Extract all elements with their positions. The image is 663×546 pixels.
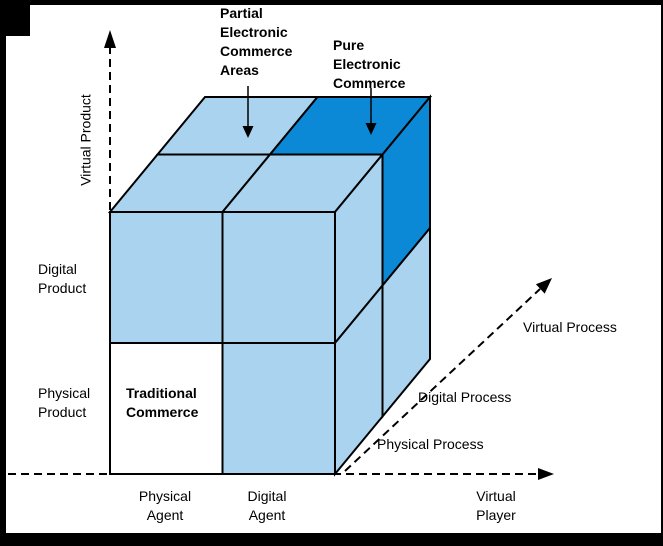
cube-front-bottom-right-cell bbox=[221, 342, 336, 475]
digital-process-label: Digital Process bbox=[418, 389, 512, 405]
digital-agent-label: Digital Agent bbox=[247, 488, 287, 523]
virtual-product-axis-arrowhead bbox=[104, 30, 116, 48]
top-left-border-block bbox=[0, 0, 30, 36]
virtual-product-axis-label: Virtual Product bbox=[77, 94, 94, 186]
cube-right-bottom-back-cell bbox=[381, 225, 431, 420]
pure-ec-pointer-arrowhead bbox=[365, 123, 377, 135]
virtual-player-axis-arrowhead bbox=[538, 468, 554, 480]
partial-ec-label: Partial Electronic Commerce Areas bbox=[220, 5, 293, 78]
cube-front-top-left-cell bbox=[109, 211, 224, 344]
virtual-process-axis-arrowhead bbox=[535, 278, 552, 294]
virtual-player-axis-label: Virtual Player bbox=[476, 488, 516, 523]
partial-ec-pointer-arrowhead bbox=[242, 126, 254, 138]
physical-agent-label: Physical Agent bbox=[138, 488, 192, 523]
cube-front-top-right-cell bbox=[221, 211, 336, 344]
digital-product-label: Digital Product bbox=[38, 261, 87, 296]
traditional-commerce-label: Traditional Commerce bbox=[126, 385, 199, 420]
virtual-process-axis-label: Virtual Process bbox=[523, 319, 617, 335]
physical-product-label: Physical Product bbox=[38, 385, 91, 420]
virtual-process-axis-line bbox=[344, 288, 541, 472]
physical-process-label: Physical Process bbox=[377, 436, 484, 452]
pure-ec-label: Pure Electronic Commerce bbox=[333, 37, 406, 91]
